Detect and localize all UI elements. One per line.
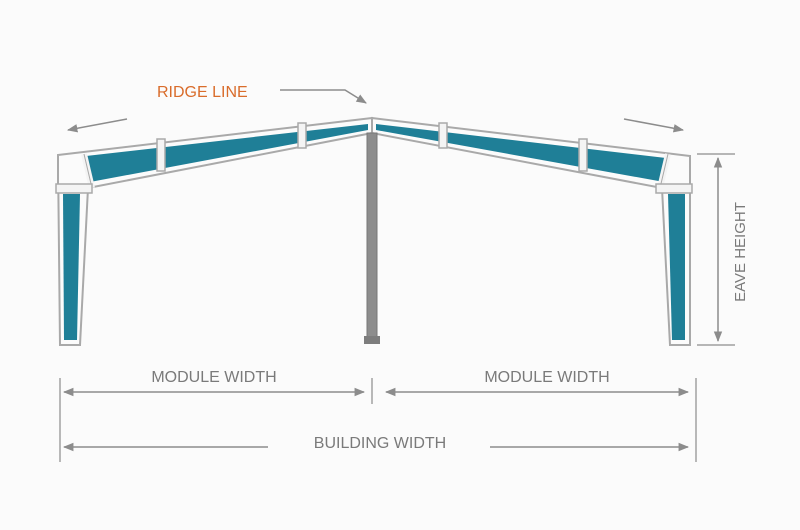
knee-braces <box>81 153 671 189</box>
slope-arrow-right <box>623 118 685 133</box>
right-rafter <box>371 116 691 189</box>
module-width-left-label: MODULE WIDTH <box>151 369 276 386</box>
slope-arrow-left <box>66 118 128 133</box>
building-width-dimension: BUILDING WIDTH <box>62 435 690 452</box>
building-width-label: BUILDING WIDTH <box>314 435 446 452</box>
module-width-right-label: MODULE WIDTH <box>484 369 609 386</box>
eave-height-label: EAVE HEIGHT <box>732 202 749 302</box>
splice-plates <box>156 122 588 172</box>
module-width-dimensions: MODULE WIDTH MODULE WIDTH <box>59 369 697 462</box>
eave-plates <box>55 183 693 194</box>
center-column <box>364 132 380 344</box>
eave-height-dimension: EAVE HEIGHT <box>697 153 749 346</box>
ridge-pointer-arrow <box>280 89 367 104</box>
ridge-line-label: RIDGE LINE <box>157 84 248 101</box>
ridge-line-annotation: RIDGE LINE <box>66 84 685 133</box>
left-rafter <box>57 116 373 189</box>
